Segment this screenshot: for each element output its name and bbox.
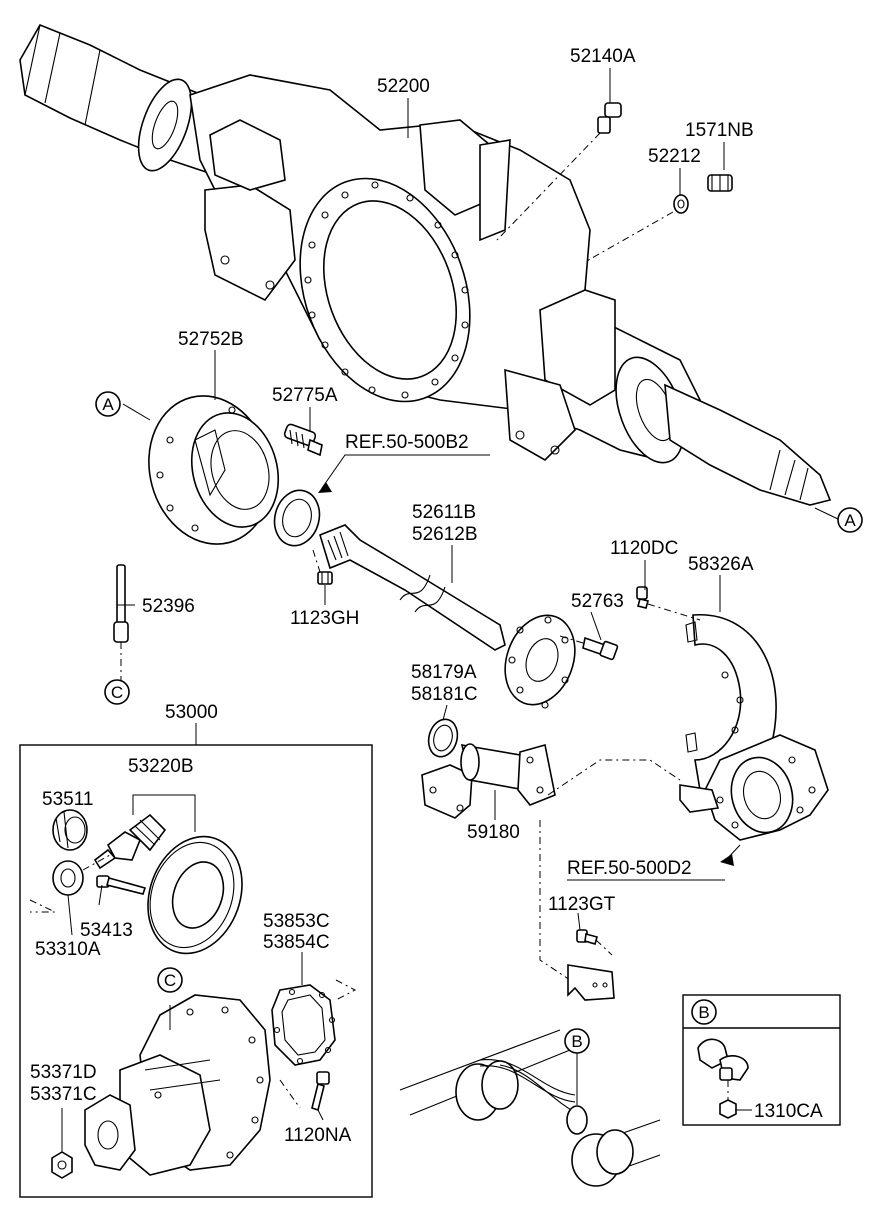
marker-c-carrier-label: C	[164, 971, 176, 990]
label-1310ca: 1310CA	[754, 1101, 823, 1122]
label-52752b: 52752B	[178, 329, 244, 350]
oil-seal	[427, 718, 459, 758]
companion-nut	[52, 809, 88, 851]
wheel-hub-flange	[148, 395, 280, 545]
label-52612b: 52612B	[412, 524, 478, 545]
brake-hose-assembly	[399, 1029, 661, 1187]
label-1571nb: 1571NB	[685, 120, 754, 141]
label-58179a: 58179A	[411, 662, 477, 683]
marker-c-hose: C	[104, 679, 130, 705]
hose-clamp	[697, 1038, 749, 1119]
label-53511: 53511	[42, 789, 93, 810]
ring-gear-bolt	[96, 875, 147, 895]
marker-a-left: A	[95, 391, 121, 417]
carrier-gasket	[271, 979, 357, 1066]
marker-a-left-label: A	[102, 395, 114, 414]
drain-plug	[707, 174, 733, 192]
marker-a-right-label: A	[844, 511, 856, 530]
bolt-52763	[559, 635, 619, 661]
marker-c-carrier: C	[157, 967, 183, 993]
differential-carrier	[84, 994, 271, 1176]
label-53371c: 53371C	[30, 1084, 97, 1105]
axle-housing	[19, 23, 832, 506]
label-1120dc: 1120DC	[610, 538, 678, 559]
label-52775a: 52775A	[272, 385, 338, 406]
label-58181c: 58181C	[411, 684, 478, 705]
label-52396: 52396	[142, 596, 195, 617]
label-52200: 52200	[377, 76, 430, 97]
clip-bracket	[567, 964, 615, 1001]
marker-a-right: A	[837, 507, 863, 533]
label-53000: 53000	[165, 702, 218, 723]
marker-b-hose-label: B	[571, 1032, 582, 1051]
ring-gear	[147, 835, 243, 955]
label-52212: 52212	[648, 146, 701, 167]
ref-50-500b2: REF.50-500B2	[345, 432, 469, 453]
label-52140a: 52140A	[570, 46, 636, 67]
axle-shaft	[319, 524, 576, 709]
washer	[584, 194, 689, 263]
label-59180: 59180	[467, 822, 520, 843]
label-53220b: 53220B	[128, 756, 194, 777]
drive-pinion	[93, 794, 196, 870]
marker-c-hose-label: C	[111, 683, 123, 702]
label-53371d: 53371D	[30, 1062, 97, 1083]
part-labels: 52140A 52200 1571NB 52212 52752B 52775A …	[30, 46, 823, 1146]
brake-tube-bracket	[421, 743, 681, 819]
label-1123gh: 1123GH	[290, 608, 359, 629]
marker-b-hose: B	[564, 1028, 590, 1054]
vent-hose	[113, 564, 129, 680]
detail-box-title: B	[698, 1003, 709, 1022]
label-1120na: 1120NA	[284, 1125, 352, 1146]
bolt-1123gh	[312, 549, 333, 585]
label-53854c: 53854C	[263, 932, 330, 953]
label-52763: 52763	[571, 591, 624, 612]
label-53413: 53413	[80, 920, 133, 941]
detail-box-b	[682, 994, 841, 1126]
label-53310a: 53310A	[35, 939, 101, 960]
breather-plug	[496, 102, 622, 241]
carrier-bolt	[279, 1071, 330, 1112]
carrier-nut	[51, 1108, 73, 1179]
brake-anchor-plate	[679, 734, 829, 866]
detail-box-marker: B	[691, 999, 717, 1025]
label-52611b: 52611B	[412, 502, 476, 523]
leader-lines	[64, 68, 841, 1121]
label-1123gt: 1123GT	[548, 894, 616, 915]
ref-50-500d2: REF.50-500D2	[567, 858, 692, 879]
bolt-1123gt	[539, 820, 613, 981]
stud-bolt	[283, 423, 323, 457]
label-58326a: 58326A	[688, 554, 754, 575]
bolt-1120dc	[636, 586, 701, 621]
label-53853c: 53853C	[263, 911, 330, 932]
